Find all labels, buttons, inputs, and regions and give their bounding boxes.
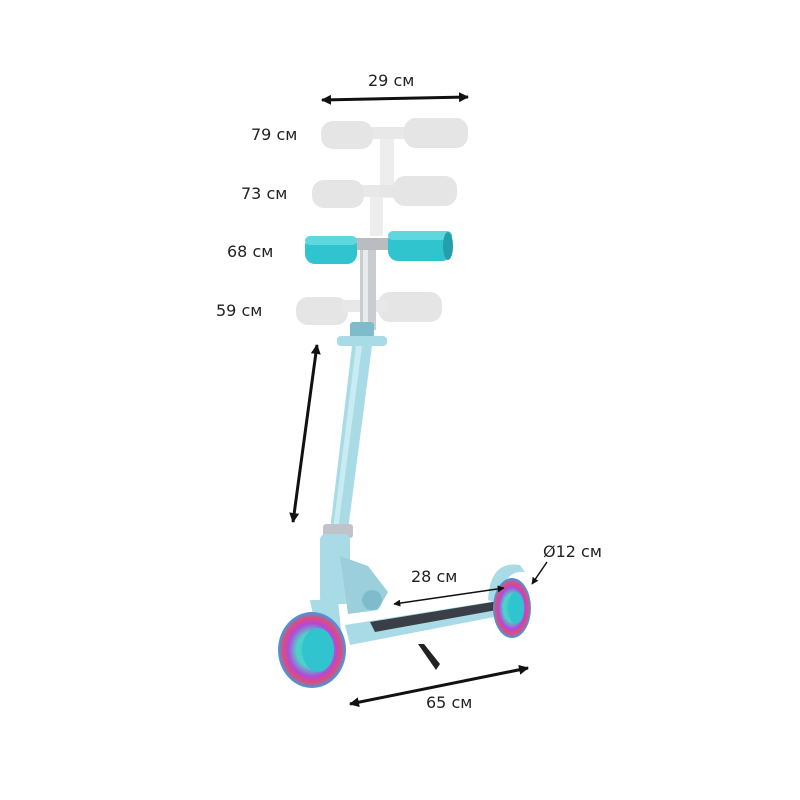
height-label-73: 73 см	[241, 184, 288, 203]
wheel-diameter-label: Ø12 см	[543, 542, 602, 561]
total-length-label: 65 см	[426, 693, 473, 712]
ghost-handlebar-79	[321, 118, 468, 198]
ghost-handlebar-59	[296, 292, 442, 325]
rear-wheel	[493, 578, 531, 638]
deck-length-arrow	[393, 585, 505, 607]
scooter-frame	[310, 322, 525, 670]
ghost-handlebar-73	[312, 176, 457, 236]
handlebar-width-label: 29 см	[368, 71, 415, 90]
total-length-arrow	[349, 664, 529, 708]
handlebar	[305, 231, 453, 330]
height-label-79: 79 см	[251, 125, 298, 144]
front-wheel	[278, 612, 346, 688]
wheel-diameter-arrow	[531, 561, 548, 585]
deck-length-label: 28 см	[411, 567, 458, 586]
width-arrow	[321, 92, 469, 105]
height-label-68: 68 см	[227, 242, 274, 261]
stem-height-arrow	[289, 344, 321, 523]
height-label-59: 59 см	[216, 301, 263, 320]
